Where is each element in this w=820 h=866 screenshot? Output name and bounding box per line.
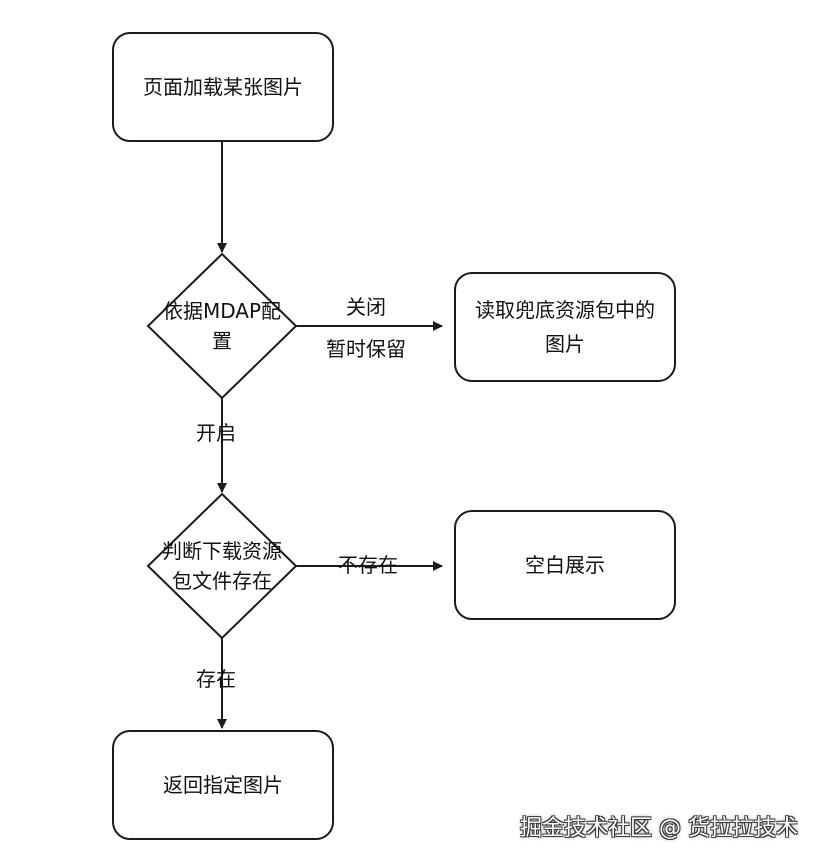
decision-exists-label: 判断下载资源 包文件存在: [162, 539, 282, 593]
edge-label-exist: 存在: [196, 667, 236, 691]
blank-node-label: 空白展示: [525, 553, 605, 577]
return-node: 返回指定图片: [112, 730, 334, 840]
decision-mdap-label: 依据MDAP配 置: [162, 299, 282, 353]
edge-label-on: 开启: [196, 421, 236, 445]
decision-exists-label-wrap: 判断下载资源 包文件存在: [148, 532, 296, 600]
return-node-label: 返回指定图片: [163, 773, 283, 797]
fallback-node: 读取兜底资源包中的 图片: [454, 272, 676, 382]
start-node: 页面加载某张图片: [112, 32, 334, 142]
footer-credit: 掘金技术社区 @ 货拉拉技术: [520, 816, 798, 841]
edge-label-not-exist: 不存在: [338, 553, 398, 577]
edge-label-off: 关闭: [346, 295, 386, 319]
fallback-node-label: 读取兜底资源包中的 图片: [475, 298, 655, 356]
edge-label-keep: 暂时保留: [326, 337, 406, 361]
start-node-label: 页面加载某张图片: [143, 75, 303, 99]
decision-mdap-label-wrap: 依据MDAP配 置: [148, 292, 296, 360]
blank-node: 空白展示: [454, 510, 676, 620]
